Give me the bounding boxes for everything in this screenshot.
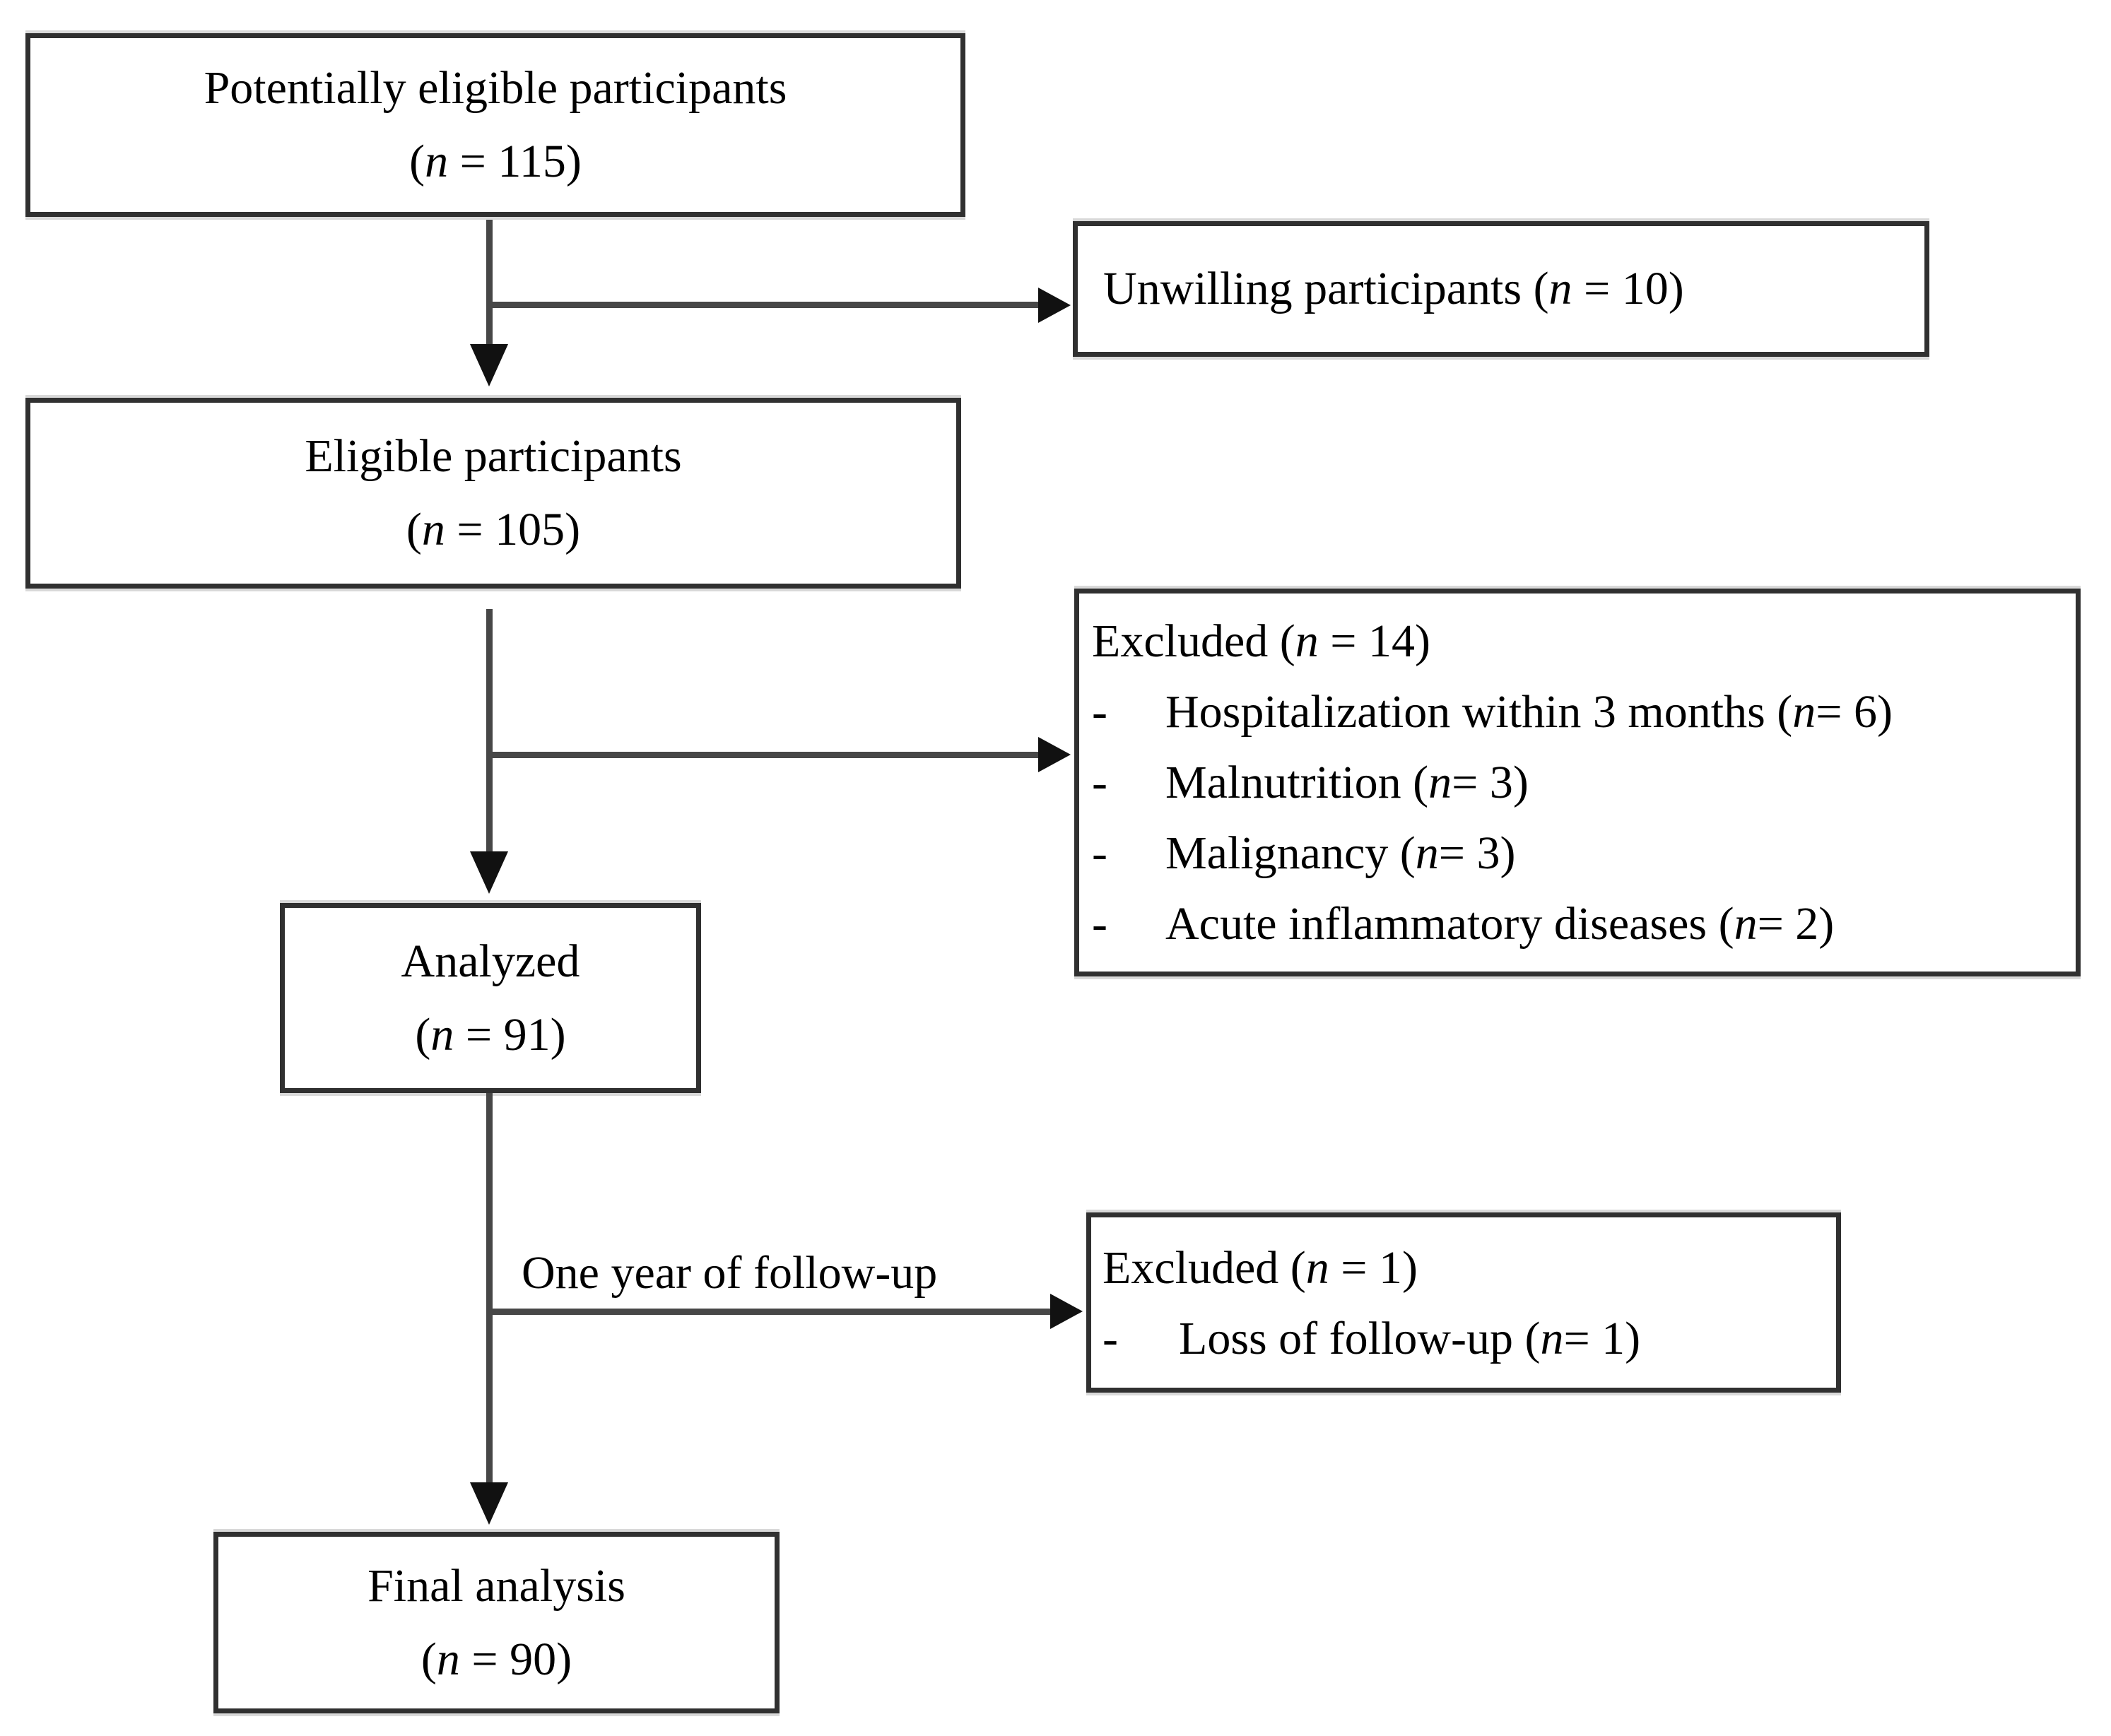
count-post: = 115) — [448, 136, 582, 187]
arrowhead-eligible-to-analyzed — [470, 851, 508, 894]
n-symbol: n — [1295, 615, 1319, 667]
box-eligible-participants: Eligible participants (n = 105) — [25, 398, 961, 589]
n-symbol: n — [1428, 757, 1452, 808]
box-count: (n = 91) — [415, 998, 565, 1072]
n-symbol: n — [1415, 827, 1439, 879]
arrow-line-analyzed-to-final — [486, 1093, 493, 1482]
count-post: = 105) — [445, 504, 581, 555]
item-post: = 2) — [1757, 898, 1835, 950]
header-pre: Excluded ( — [1092, 615, 1295, 667]
excluded-item: - Hospitalization within 3 months (n = 6) — [1092, 677, 2069, 748]
label-post: = 10) — [1572, 263, 1684, 314]
item-bullet: - — [1092, 898, 1107, 950]
n-symbol: n — [1548, 263, 1572, 314]
title-text: Eligible participants — [305, 430, 682, 482]
box-title: Potentially eligible participants — [204, 52, 787, 125]
excluded-header: Excluded (n = 1) — [1102, 1233, 1829, 1304]
excluded-header: Excluded (n = 14) — [1092, 606, 2069, 677]
box-line: Unwilling participants (n = 10) — [1103, 252, 1924, 326]
n-symbol: n — [436, 1633, 460, 1685]
item-pre: Hospitalization within 3 months ( — [1165, 686, 1793, 738]
item-pre: Acute inflammatory diseases ( — [1165, 898, 1734, 950]
n-symbol: n — [1540, 1313, 1564, 1364]
count-pre: ( — [409, 136, 425, 187]
count-post: = 91) — [454, 1008, 566, 1061]
box-count: (n = 105) — [406, 493, 580, 567]
title-text: Potentially eligible participants — [204, 62, 787, 114]
count-pre: ( — [421, 1633, 437, 1685]
arrow-line-eligible-to-analyzed — [486, 609, 493, 853]
header-post: = 1) — [1329, 1242, 1418, 1294]
arrowhead-to-unwilling — [1038, 288, 1071, 323]
box-excluded-followup: Excluded (n = 1) -Loss of follow-up (n =… — [1086, 1212, 1841, 1393]
item-pre: Loss of follow-up ( — [1179, 1313, 1541, 1364]
n-symbol: n — [421, 504, 445, 555]
count-pre: ( — [406, 504, 422, 555]
arrow-line-to-excluded-baseline — [490, 752, 1038, 758]
title-text: Final analysis — [367, 1559, 625, 1612]
n-symbol: n — [425, 136, 449, 187]
header-pre: Excluded ( — [1102, 1242, 1306, 1294]
item-post: = 3) — [1438, 827, 1516, 879]
arrowhead-potential-to-eligible — [470, 344, 508, 386]
excluded-item: - Acute inflammatory diseases (n = 2) — [1092, 889, 2069, 959]
title-text: Analyzed — [401, 935, 580, 987]
item-post: = 6) — [1816, 686, 1893, 738]
box-unwilling-participants: Unwilling participants (n = 10) — [1073, 221, 1929, 357]
excluded-item: - Malnutrition (n = 3) — [1092, 748, 2069, 818]
box-title: Analyzed — [401, 925, 580, 998]
arrow-line-to-excluded-followup — [490, 1309, 1050, 1315]
item-bullet: - — [1092, 757, 1107, 808]
item-bullet: - — [1102, 1313, 1118, 1364]
excluded-item: - Malignancy (n = 3) — [1092, 818, 2069, 889]
arrow-line-to-unwilling — [490, 302, 1038, 308]
box-title: Eligible participants — [305, 420, 681, 493]
box-title: Final analysis — [367, 1549, 625, 1623]
item-post: = 3) — [1452, 757, 1529, 808]
n-symbol: n — [1734, 898, 1758, 950]
label-pre: Unwilling participants ( — [1103, 263, 1549, 314]
n-symbol: n — [430, 1008, 454, 1061]
item-bullet: - — [1092, 827, 1107, 879]
follow-up-arrow-label: One year of follow-up — [522, 1247, 938, 1299]
item-post: = 1) — [1563, 1313, 1641, 1364]
n-symbol: n — [1792, 686, 1816, 738]
box-analyzed: Analyzed (n = 91) — [280, 903, 701, 1093]
box-count: (n = 90) — [421, 1623, 572, 1696]
count-post: = 90) — [459, 1633, 572, 1685]
box-final-analysis: Final analysis (n = 90) — [213, 1532, 780, 1713]
excluded-item: - Loss of follow-up (n = 1) — [1102, 1304, 1829, 1374]
arrow-line-potential-to-eligible — [486, 220, 493, 346]
arrowhead-to-excluded-followup — [1050, 1294, 1083, 1329]
arrowhead-analyzed-to-final — [470, 1482, 508, 1525]
box-excluded-baseline: Excluded (n = 14) -Hospitalization withi… — [1074, 589, 2081, 976]
item-pre: Malnutrition ( — [1165, 757, 1429, 808]
box-potentially-eligible: Potentially eligible participants (n = 1… — [25, 33, 965, 217]
item-bullet: - — [1092, 686, 1107, 738]
item-pre: Malignancy ( — [1165, 827, 1416, 879]
n-symbol: n — [1305, 1242, 1329, 1294]
box-count: (n = 115) — [409, 125, 582, 199]
count-pre: ( — [415, 1008, 431, 1061]
arrowhead-to-excluded-baseline — [1038, 737, 1071, 772]
header-post: = 14) — [1318, 615, 1430, 667]
